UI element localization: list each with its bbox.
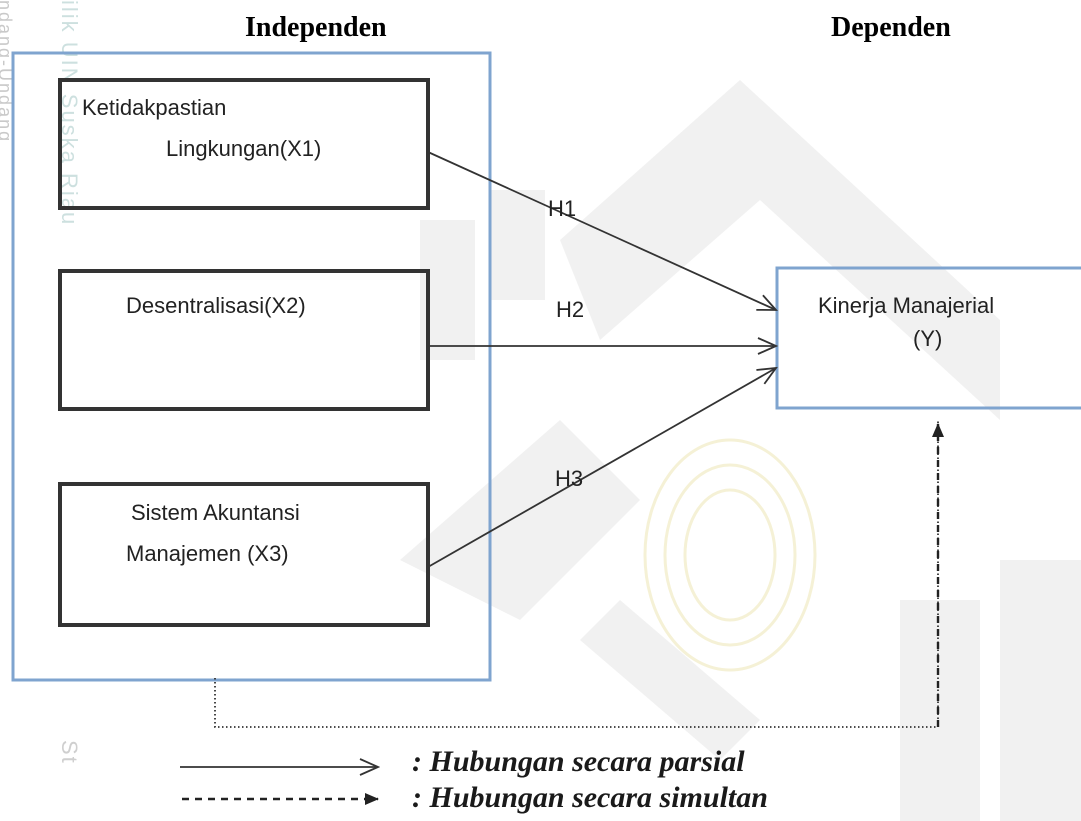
y-label-line1: Kinerja Manajerial bbox=[818, 293, 995, 318]
legend-partial-label: : Hubungan secara parsial bbox=[412, 745, 745, 778]
h3-label: H3 bbox=[555, 466, 584, 491]
x1-label-line1: Ketidakpastian bbox=[82, 95, 227, 120]
watermark-text-side-c: St bbox=[57, 740, 82, 765]
independent-group-border bbox=[11, 51, 492, 682]
x3-label-line1: Sistem Akuntansi bbox=[131, 500, 300, 525]
legend-simultaneous-label: : Hubungan secara simultan bbox=[412, 781, 768, 814]
watermark-text-side-a: ndang-Undang bbox=[0, 0, 15, 144]
x1-box bbox=[58, 78, 430, 210]
x1-label-line2: Lingkungan(X1) bbox=[166, 136, 322, 161]
h1-label: H1 bbox=[548, 196, 577, 221]
x2-box bbox=[58, 269, 430, 411]
h2-label: H2 bbox=[556, 297, 585, 322]
simultaneous-dashed-path bbox=[214, 420, 939, 728]
x2-label: Desentralisasi(X2) bbox=[126, 293, 306, 318]
x3-label-line2: Manajemen (X3) bbox=[126, 541, 289, 566]
independent-heading: Independen bbox=[245, 12, 387, 43]
h3-arrow bbox=[427, 368, 776, 568]
dependent-heading: Dependen bbox=[831, 12, 951, 43]
x3-box bbox=[58, 482, 430, 627]
h1-arrow bbox=[427, 151, 776, 310]
y-label-line2: (Y) bbox=[913, 326, 943, 351]
